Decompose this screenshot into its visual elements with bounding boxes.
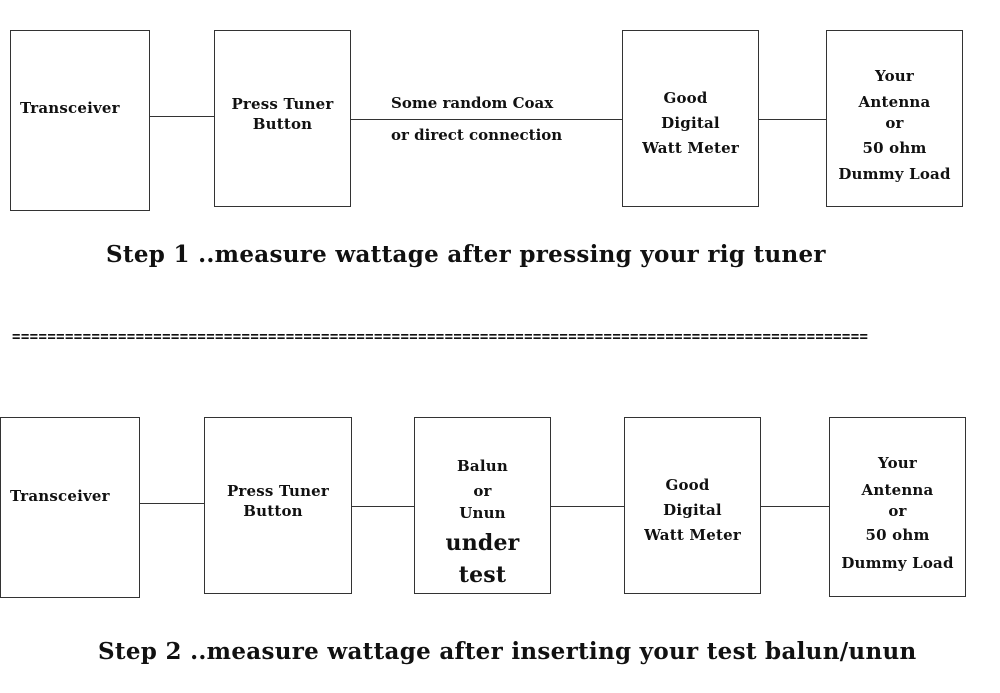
step2-tuner-label-line2: Button	[243, 502, 303, 520]
step1-antenna-box: Your Antenna or 50 ohm Dummy Load	[826, 30, 963, 207]
step1-connector-1	[150, 116, 214, 117]
step2-balun-label-line4: under	[445, 530, 520, 556]
step1-watt-meter-box: Good Digital Watt Meter	[622, 30, 759, 207]
separator-line: ========================================…	[12, 330, 869, 344]
step2-antenna-label-line2: Antenna	[861, 481, 934, 499]
step1-antenna-label-line1: Your	[874, 67, 915, 85]
step2-connector-1	[140, 503, 204, 504]
step1-tuner-box: Press Tuner Button	[214, 30, 351, 207]
step2-transceiver-box: Transceiver	[0, 417, 140, 598]
step2-connector-2	[352, 506, 414, 507]
step2-balun-label-line5: test	[458, 562, 507, 588]
step2-transceiver-label: Transceiver	[10, 487, 110, 505]
step2-balun-label-line2: or	[473, 482, 492, 500]
step2-antenna-label-line1: Your	[877, 454, 918, 472]
step2-balun-box: Balun or Unun under test	[414, 417, 551, 594]
step2-caption: Step 2 ..measure wattage after inserting…	[98, 638, 917, 665]
step1-tuner-label-line1: Press Tuner	[231, 95, 334, 113]
step1-meter-label-line1: Good	[663, 89, 708, 107]
step1-coax-label-line2: or direct connection	[391, 126, 563, 144]
step2-meter-label-line2: Digital	[663, 501, 722, 519]
step1-tuner-label-line2: Button	[252, 115, 313, 133]
step1-caption: Step 1 ..measure wattage after pressing …	[106, 241, 826, 268]
step1-coax-line	[351, 119, 622, 120]
step1-meter-label-line3: Watt Meter	[642, 139, 739, 157]
step1-antenna-label-line2: Antenna	[858, 93, 931, 111]
step1-antenna-label-line5: Dummy Load	[838, 165, 951, 183]
step2-meter-label-line1: Good	[665, 476, 710, 494]
step2-tuner-label-line1: Press Tuner	[226, 482, 330, 500]
step1-coax-label-line1: Some random Coax	[391, 94, 554, 112]
step2-tuner-box: Press Tuner Button	[204, 417, 352, 594]
step2-balun-label-line1: Balun	[457, 457, 508, 475]
step1-transceiver-label: Transceiver	[20, 99, 120, 117]
step1-meter-label-line2: Digital	[661, 114, 720, 132]
step2-antenna-label-line5: Dummy Load	[841, 554, 954, 572]
step2-balun-label-line3: Unun	[459, 504, 506, 522]
step2-meter-label-line3: Watt Meter	[644, 526, 741, 544]
step2-antenna-box: Your Antenna or 50 ohm Dummy Load	[829, 417, 966, 597]
step1-transceiver-box: Transceiver	[10, 30, 150, 211]
step2-connector-3	[551, 506, 624, 507]
step2-connector-4	[761, 506, 829, 507]
step1-antenna-label-line4: 50 ohm	[862, 139, 927, 157]
step2-antenna-label-line4: 50 ohm	[865, 526, 930, 544]
step1-connector-3	[759, 119, 826, 120]
step1-antenna-label-line3: or	[885, 114, 904, 132]
step2-watt-meter-box: Good Digital Watt Meter	[624, 417, 761, 594]
step2-antenna-label-line3: or	[888, 502, 907, 520]
